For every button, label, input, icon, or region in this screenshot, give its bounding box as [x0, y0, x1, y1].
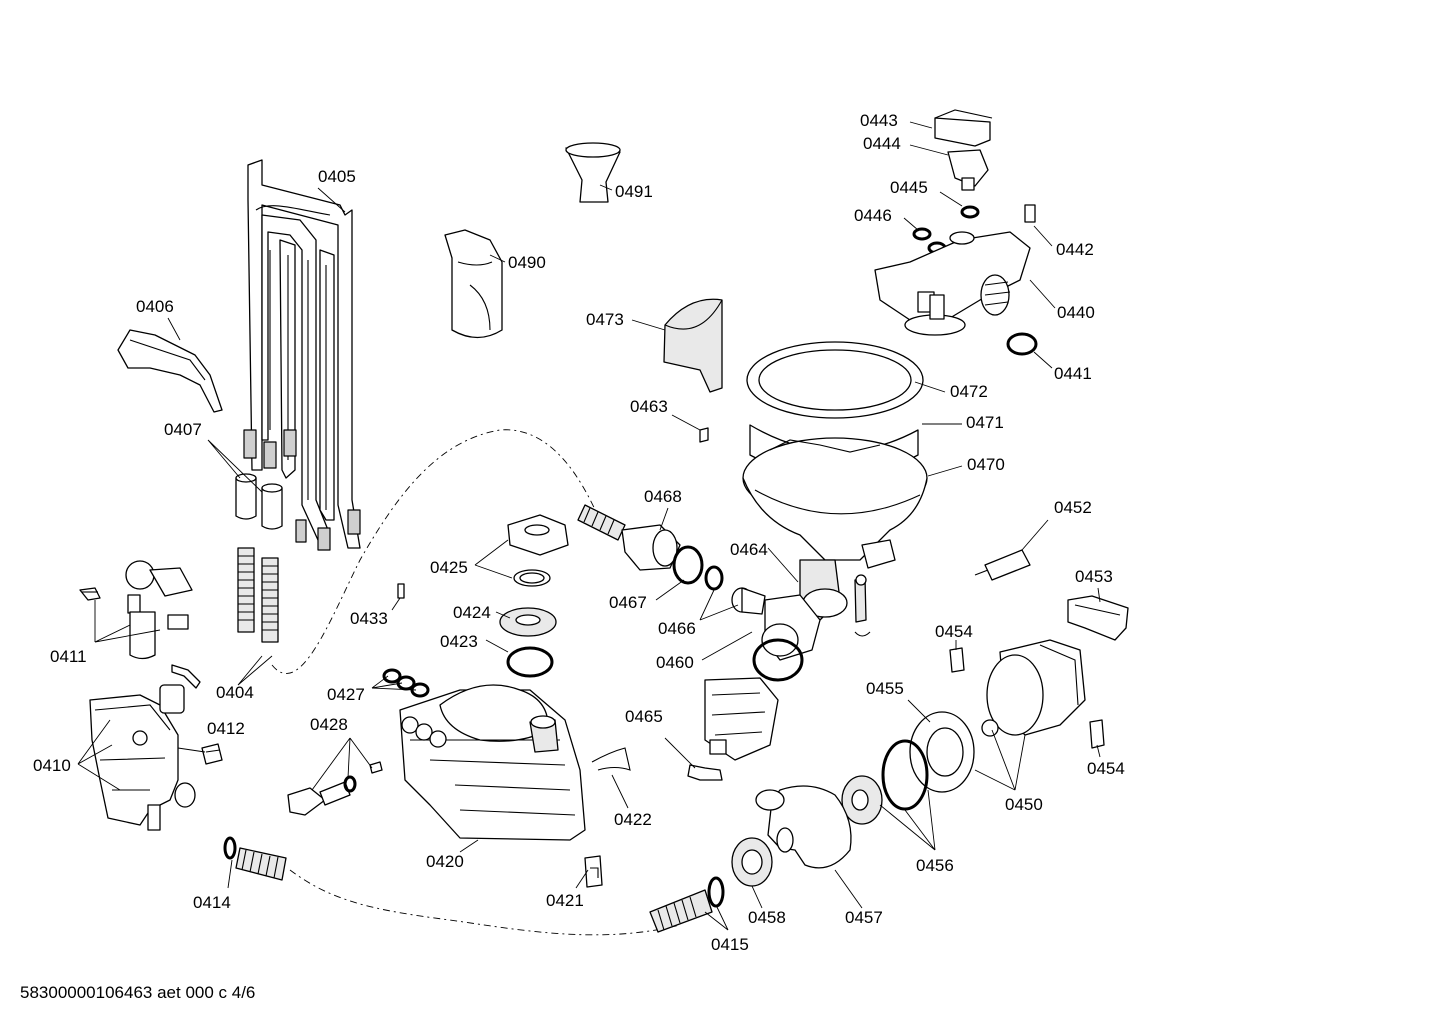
- label-0457: 0457: [845, 908, 883, 927]
- label-0444: 0444: [863, 134, 901, 153]
- part-0460-seal-ring: [752, 638, 804, 682]
- label-0420: 0420: [426, 852, 464, 871]
- part-0468-hose: [577, 504, 681, 571]
- label-0443: 0443: [860, 111, 898, 130]
- part-0427-o-rings: [382, 668, 430, 698]
- leader-lines: [77, 121, 1101, 931]
- label-0427: 0427: [327, 685, 365, 704]
- part-0411-float-switch: [79, 560, 193, 660]
- label-0440: 0440: [1057, 303, 1095, 322]
- label-0455: 0455: [866, 679, 904, 698]
- part-0452-sensor: [974, 549, 1031, 581]
- part-0442-clip: [1024, 204, 1036, 223]
- label-0422: 0422: [614, 810, 652, 829]
- label-0424: 0424: [453, 603, 491, 622]
- label-0411: 0411: [50, 647, 87, 666]
- label-0453: 0453: [1075, 567, 1113, 586]
- label-0421: 0421: [546, 891, 584, 910]
- part-0463-screw: [699, 427, 709, 443]
- part-0444-solenoid: [947, 149, 989, 191]
- label-0454-top: 0454: [935, 622, 973, 641]
- label-0445: 0445: [890, 178, 928, 197]
- label-0423: 0423: [440, 632, 478, 651]
- part-0458-seal: [731, 837, 773, 887]
- label-0464: 0464: [730, 540, 768, 559]
- label-0404: 0404: [216, 683, 254, 702]
- part-0460-heater-pump: [704, 677, 779, 761]
- label-0415: 0415: [711, 935, 749, 954]
- part-0441-clamp: [1006, 332, 1038, 356]
- label-0466: 0466: [658, 619, 696, 638]
- label-0463: 0463: [630, 397, 668, 416]
- part-0454-clip-left: [949, 647, 965, 673]
- part-labels: 0405 0406 0407 0404 0411 0410 0412 0414 …: [33, 111, 1125, 954]
- part-0467-clamp: [672, 545, 704, 585]
- part-0456-impeller-set: [841, 739, 929, 825]
- label-0410: 0410: [33, 756, 71, 775]
- part-0423-seal: [506, 646, 554, 678]
- label-0442: 0442: [1056, 240, 1094, 259]
- label-0473: 0473: [586, 310, 624, 329]
- label-0456: 0456: [916, 856, 954, 875]
- label-0441: 0441: [1054, 364, 1092, 383]
- part-0412-connector: [201, 743, 223, 765]
- label-0472: 0472: [950, 382, 988, 401]
- part-0424-flange: [499, 607, 557, 637]
- label-0467: 0467: [609, 593, 647, 612]
- part-0433-screw: [397, 583, 405, 599]
- label-0468: 0468: [644, 487, 682, 506]
- part-0445-ring: [960, 205, 980, 219]
- part-0415-hose: [649, 876, 725, 933]
- part-0414-hose: [223, 836, 287, 881]
- label-0452: 0452: [1054, 498, 1092, 517]
- label-0471: 0471: [966, 413, 1004, 432]
- label-0407: 0407: [164, 420, 202, 439]
- part-0420-salt-container: [399, 684, 586, 841]
- part-0428-valve: [287, 761, 383, 816]
- part-0450-circulation-pump: [981, 639, 1086, 737]
- dashed-hose-paths: [271, 429, 681, 936]
- part-0454-clip-right: [1089, 719, 1105, 749]
- part-0490-jug: [444, 229, 503, 339]
- part-0407-sleeves: [235, 473, 283, 530]
- part-0422-seal-strip: [591, 747, 631, 771]
- part-0466-seals: [704, 565, 766, 615]
- part-0473-cap: [663, 298, 723, 393]
- label-0465: 0465: [625, 707, 663, 726]
- label-0460: 0460: [656, 653, 694, 672]
- label-0425: 0425: [430, 558, 468, 577]
- part-0443-cover: [934, 109, 993, 147]
- document-footer-id: 58300000106463 aet 000 c 4/6: [20, 983, 255, 1002]
- part-0491-funnel: [565, 142, 621, 203]
- part-0425-cap-nut: [507, 514, 569, 587]
- part-0440-aquastop-valve: [874, 231, 1031, 336]
- part-0470-sump: [742, 341, 928, 637]
- label-0414: 0414: [193, 893, 231, 912]
- label-0412: 0412: [207, 719, 245, 738]
- part-0404-corrugated-hoses: [237, 547, 279, 643]
- part-0421-clip: [584, 855, 603, 888]
- label-0454-bottom: 0454: [1087, 759, 1125, 778]
- part-0406-cover: [117, 329, 223, 413]
- label-0446: 0446: [854, 206, 892, 225]
- label-0458: 0458: [748, 908, 786, 927]
- label-0491: 0491: [615, 182, 653, 201]
- part-0457-pump-casing: [755, 785, 852, 869]
- label-0406: 0406: [136, 297, 174, 316]
- part-0453-bracket: [1067, 595, 1129, 641]
- label-0433: 0433: [350, 609, 388, 628]
- label-0450: 0450: [1005, 795, 1043, 814]
- part-0405-pipe-manifold: [243, 159, 361, 551]
- part-0410-valve-body: [89, 664, 201, 831]
- label-0428: 0428: [310, 715, 348, 734]
- part-0465-clip: [687, 764, 723, 781]
- label-0490: 0490: [508, 253, 546, 272]
- label-0405: 0405: [318, 167, 356, 186]
- label-0470: 0470: [967, 455, 1005, 474]
